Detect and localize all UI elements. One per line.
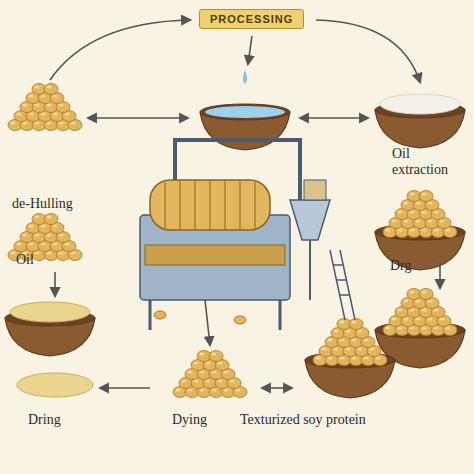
step-label: Drg — [390, 258, 412, 274]
step-label: Oil extraction — [392, 146, 466, 178]
step-label: Texturized soy protein — [240, 412, 440, 428]
step-label: de-Hulling — [12, 196, 73, 212]
step-label: Oil — [16, 252, 34, 268]
banner-box: PROCESSING — [199, 9, 304, 29]
step-label: Dring — [28, 412, 61, 428]
step-label: Dying — [172, 412, 207, 428]
processing-machine — [140, 140, 355, 330]
banner-text: PROCESSING — [210, 13, 293, 25]
